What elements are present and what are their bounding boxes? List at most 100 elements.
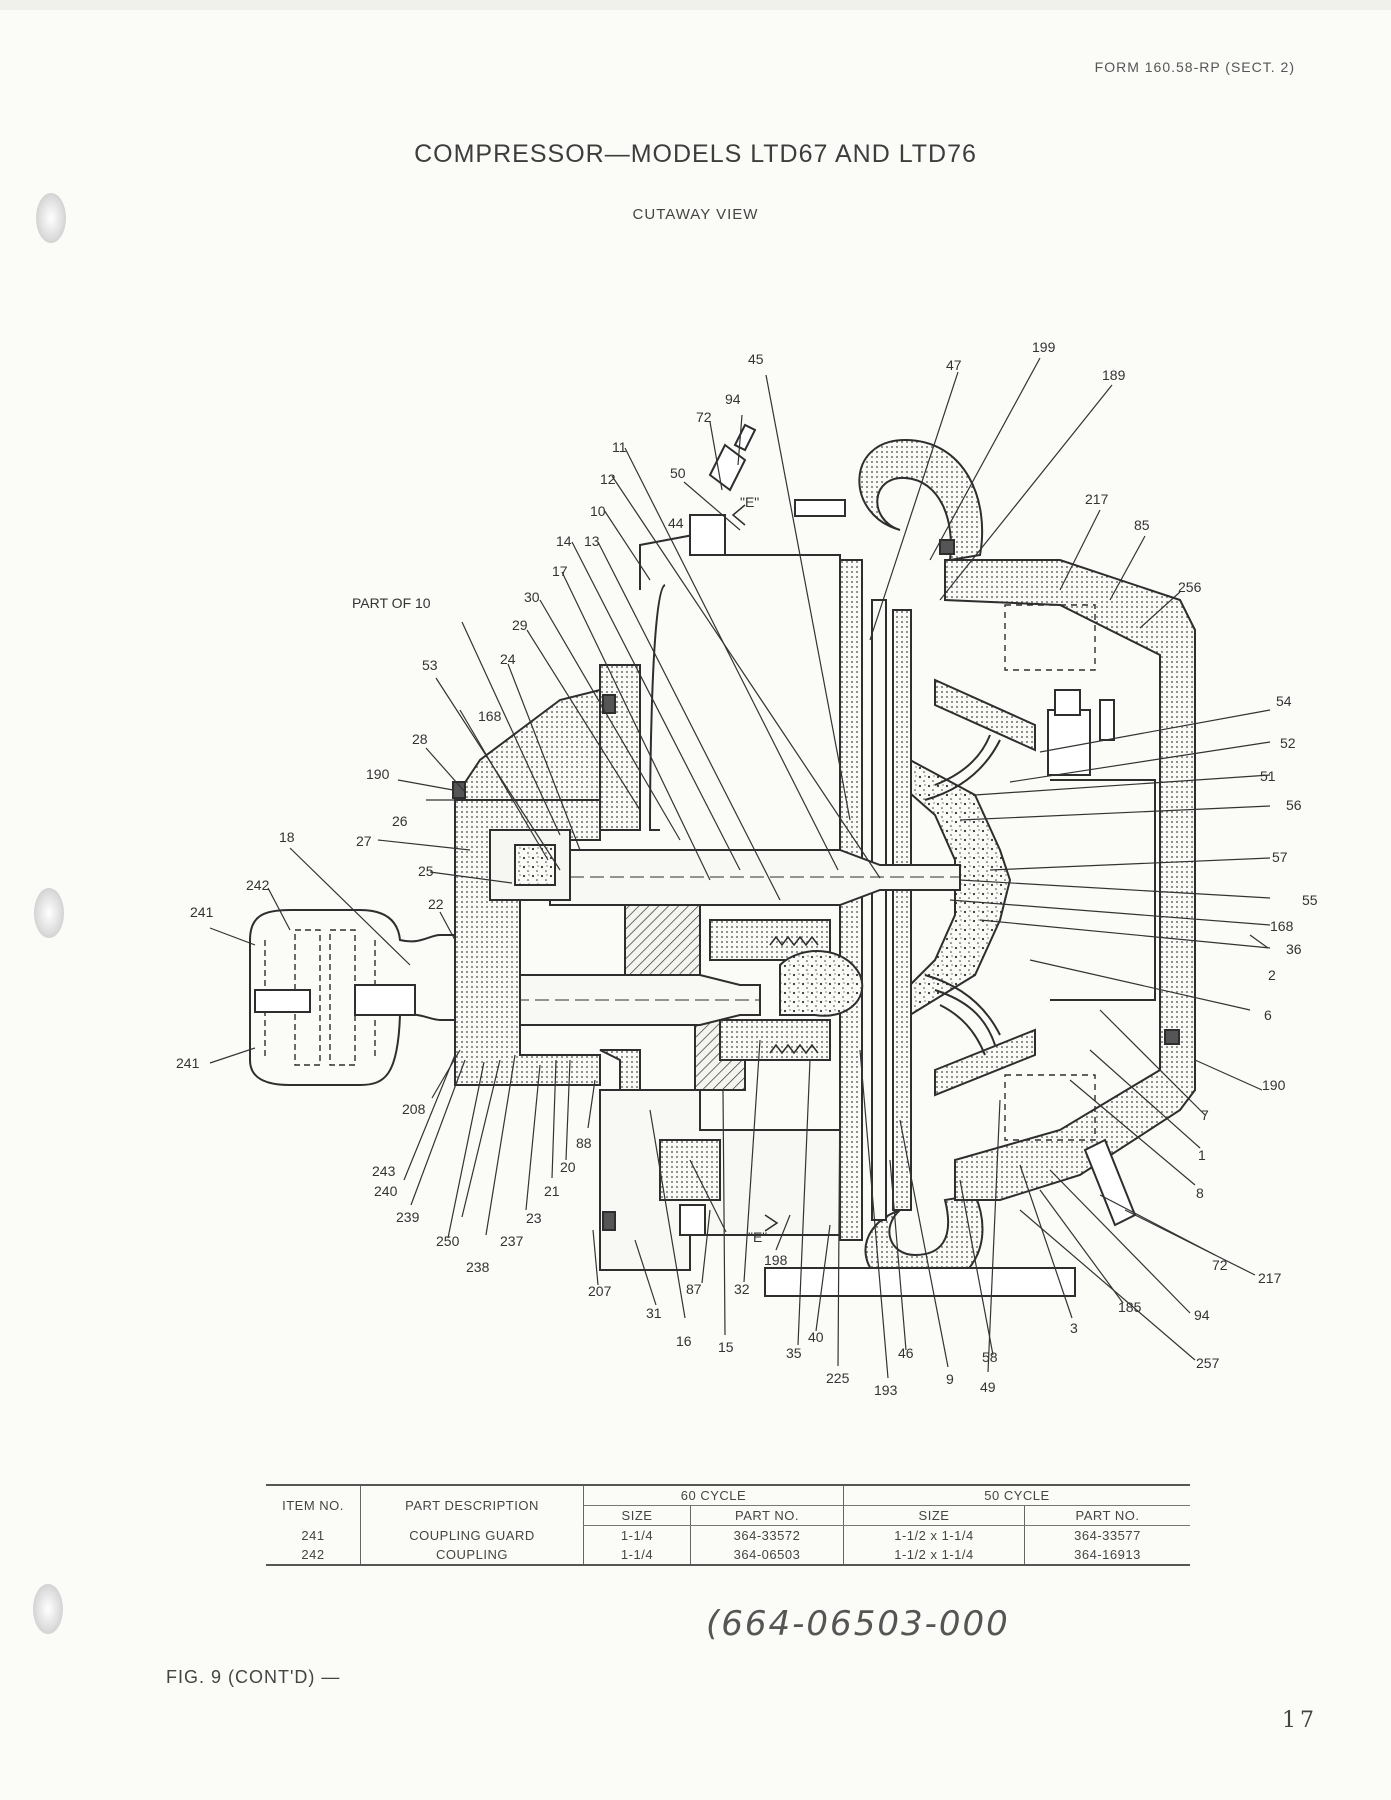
view-marker-e-top: "E" bbox=[740, 494, 759, 510]
callout-12: 12 bbox=[600, 471, 616, 487]
callout-52: 52 bbox=[1280, 735, 1296, 751]
callout-23: 23 bbox=[526, 1210, 542, 1226]
figure-label: FIG. 9 (CONT'D) — bbox=[166, 1667, 341, 1687]
binder-hole-top bbox=[36, 193, 66, 243]
callout-56: 56 bbox=[1286, 797, 1302, 813]
callout-7: 7 bbox=[1201, 1107, 1209, 1123]
col-part-description: PART DESCRIPTION bbox=[360, 1484, 584, 1526]
table-row: 242 COUPLING 1-1/4 364-06503 1-1/2 x 1-1… bbox=[266, 1545, 1190, 1566]
callout-87: 87 bbox=[686, 1281, 702, 1297]
callout-94: 94 bbox=[725, 391, 741, 407]
callout-50: 50 bbox=[670, 465, 686, 481]
callout-2: 2 bbox=[1268, 967, 1276, 983]
callout-239: 239 bbox=[396, 1209, 420, 1225]
callout-193: 193 bbox=[874, 1382, 898, 1398]
callout-11: 11 bbox=[612, 439, 627, 455]
callout-35: 35 bbox=[786, 1345, 802, 1361]
callout-49: 49 bbox=[980, 1379, 996, 1395]
callout-217-lower: 217 bbox=[1258, 1270, 1282, 1286]
callout-15: 15 bbox=[718, 1339, 734, 1355]
callout-8: 8 bbox=[1196, 1185, 1204, 1201]
callout-31: 31 bbox=[646, 1305, 662, 1321]
col-60-size: SIZE bbox=[583, 1505, 691, 1526]
callout-94-lower: 94 bbox=[1194, 1307, 1210, 1323]
scan-edge bbox=[0, 0, 1391, 10]
callout-14: 14 bbox=[556, 533, 572, 549]
callout-26: 26 bbox=[392, 813, 408, 829]
cell-part-50: 364-16913 bbox=[1024, 1545, 1190, 1566]
col-60-part-no: PART NO. bbox=[690, 1505, 844, 1526]
callout-28: 28 bbox=[412, 731, 428, 747]
cell-size-60: 1-1/4 bbox=[583, 1545, 691, 1566]
handwritten-part-number: (664-06503-000 bbox=[706, 1604, 1010, 1644]
callout-1: 1 bbox=[1198, 1147, 1206, 1163]
callout-243: 243 bbox=[372, 1163, 396, 1179]
callout-168-right: 168 bbox=[1270, 918, 1294, 934]
callout-36: 36 bbox=[1286, 941, 1302, 957]
cell-item: 242 bbox=[266, 1545, 361, 1566]
col-50-part-no: PART NO. bbox=[1024, 1505, 1190, 1526]
callout-40: 40 bbox=[808, 1329, 824, 1345]
callout-85: 85 bbox=[1134, 517, 1150, 533]
cell-part-50: 364-33577 bbox=[1024, 1525, 1190, 1545]
callout-241-upper: 241 bbox=[190, 904, 214, 920]
callout-58: 58 bbox=[982, 1349, 998, 1365]
callout-32: 32 bbox=[734, 1281, 750, 1297]
callout-208: 208 bbox=[402, 1101, 426, 1117]
callout-72: 72 bbox=[696, 409, 712, 425]
callout-185: 185 bbox=[1118, 1299, 1142, 1315]
page-subtitle: CUTAWAY VIEW bbox=[632, 206, 759, 223]
cell-part-60: 364-06503 bbox=[690, 1545, 844, 1566]
callout-29: 29 bbox=[512, 617, 528, 633]
callout-242: 242 bbox=[246, 877, 270, 893]
callout-51: 51 bbox=[1260, 768, 1276, 784]
callout-24: 24 bbox=[500, 651, 516, 667]
callout-190-right: 190 bbox=[1262, 1077, 1286, 1093]
callout-9: 9 bbox=[946, 1371, 954, 1387]
callout-168: 168 bbox=[478, 708, 502, 724]
callout-225: 225 bbox=[826, 1370, 850, 1386]
col-item-no: ITEM NO. bbox=[266, 1484, 361, 1526]
callout-238: 238 bbox=[466, 1259, 490, 1275]
callout-256: 256 bbox=[1178, 579, 1202, 595]
callout-198: 198 bbox=[764, 1252, 788, 1268]
col-group-50-cycle: 50 CYCLE bbox=[843, 1484, 1190, 1506]
callout-257: 257 bbox=[1196, 1355, 1220, 1371]
cell-size-50: 1-1/2 x 1-1/4 bbox=[843, 1545, 1025, 1566]
view-marker-e-bottom: "E" bbox=[748, 1229, 767, 1245]
binder-hole-bottom bbox=[33, 1584, 63, 1634]
callout-199: 199 bbox=[1032, 339, 1056, 355]
callout-217-upper: 217 bbox=[1085, 491, 1109, 507]
callout-13: 13 bbox=[584, 533, 600, 549]
callout-53: 53 bbox=[422, 657, 438, 673]
cell-size-50: 1-1/2 x 1-1/4 bbox=[843, 1525, 1025, 1545]
callout-240: 240 bbox=[374, 1183, 398, 1199]
callout-250: 250 bbox=[436, 1233, 460, 1249]
callout-57: 57 bbox=[1272, 849, 1288, 865]
callout-46: 46 bbox=[898, 1345, 914, 1361]
callout-30: 30 bbox=[524, 589, 540, 605]
form-reference: FORM 160.58-RP (SECT. 2) bbox=[1094, 59, 1295, 75]
callout-20: 20 bbox=[560, 1159, 576, 1175]
callout-88: 88 bbox=[576, 1135, 592, 1151]
callout-3: 3 bbox=[1070, 1320, 1078, 1336]
callout-18: 18 bbox=[279, 829, 295, 845]
callout-241-lower: 241 bbox=[176, 1055, 200, 1071]
cell-size-60: 1-1/4 bbox=[583, 1525, 691, 1545]
cell-item: 241 bbox=[301, 1527, 325, 1543]
callout-27: 27 bbox=[356, 833, 372, 849]
callout-47: 47 bbox=[946, 357, 962, 373]
page-title: COMPRESSOR—MODELS LTD67 AND LTD76 bbox=[414, 140, 977, 168]
col-50-size: SIZE bbox=[843, 1505, 1025, 1526]
cell-part-60: 364-33572 bbox=[690, 1525, 844, 1545]
callout-45: 45 bbox=[748, 351, 764, 367]
callout-55: 55 bbox=[1302, 892, 1318, 908]
callout-44: 44 bbox=[668, 515, 684, 531]
callout-6: 6 bbox=[1264, 1007, 1272, 1023]
callout-237: 237 bbox=[500, 1233, 524, 1249]
callout-190: 190 bbox=[366, 766, 390, 782]
callout-25: 25 bbox=[418, 863, 434, 879]
page-number: 17 bbox=[1282, 1708, 1318, 1733]
callout-207: 207 bbox=[588, 1283, 612, 1299]
